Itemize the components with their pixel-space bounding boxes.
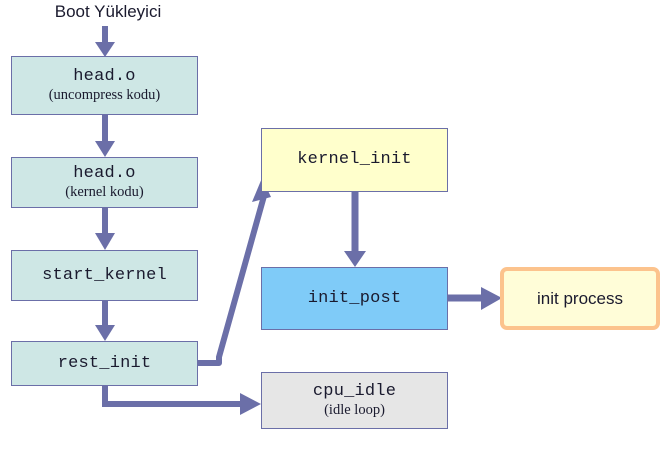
- edge-start-kernel-to-rest-init: [95, 301, 115, 341]
- edge-head-uncompress-to-head-kernel: [95, 115, 115, 157]
- node-label: init_post: [307, 288, 402, 308]
- node-label: head.o: [73, 163, 136, 183]
- node-sublabel: (idle loop): [324, 402, 385, 419]
- edge-init-post-to-init-process: [448, 287, 502, 310]
- node-init-post: init_post: [261, 267, 448, 330]
- node-head-o-kernel: head.o (kernel kodu): [11, 157, 198, 208]
- node-sublabel: (uncompress kodu): [48, 87, 161, 104]
- diagram-title: Boot Yükleyici: [54, 2, 162, 21]
- node-label: kernel_init: [297, 150, 412, 170]
- edge-boot-to-head-uncompress: [95, 26, 115, 57]
- node-start-kernel: start_kernel: [11, 250, 198, 301]
- node-sublabel: (kernel kodu): [65, 184, 144, 201]
- node-head-o-uncompress: head.o (uncompress kodu): [11, 56, 198, 115]
- edge-kernel-init-to-init-post: [344, 192, 366, 267]
- node-init-process: init process: [500, 267, 660, 330]
- node-cpu-idle: cpu_idle (idle loop): [261, 372, 448, 429]
- edge-head-kernel-to-start-kernel: [95, 208, 115, 250]
- node-label: head.o: [73, 66, 136, 86]
- node-label: rest_init: [57, 353, 152, 373]
- node-label: cpu_idle: [312, 381, 397, 401]
- node-label: start_kernel: [42, 265, 167, 285]
- node-label: init process: [537, 288, 623, 308]
- node-rest-init: rest_init: [11, 341, 198, 386]
- edge-rest-init-to-cpu-idle: [102, 386, 261, 415]
- node-kernel-init: kernel_init: [261, 128, 448, 192]
